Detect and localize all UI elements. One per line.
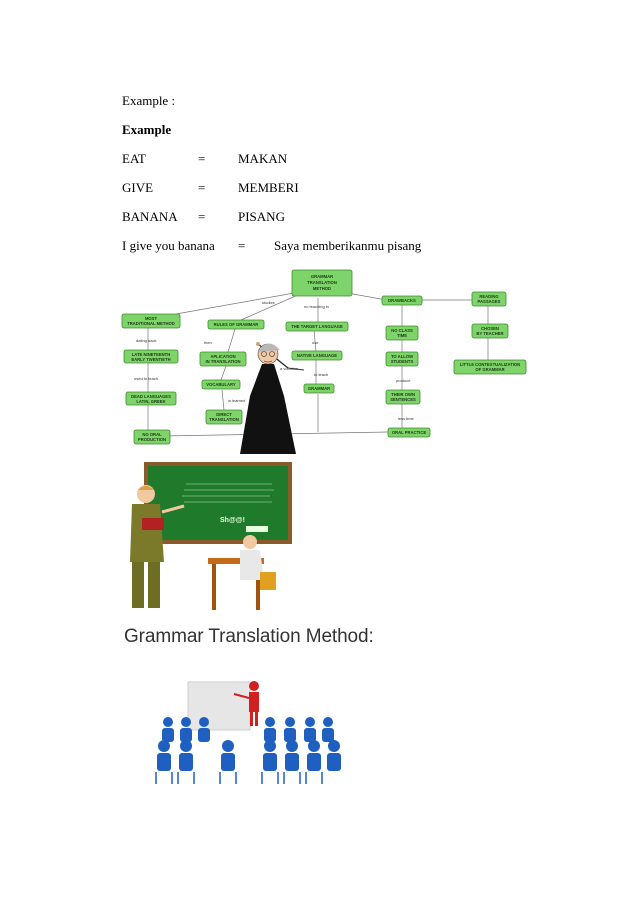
map-node-drawbacks: DRAWBACKS [388, 298, 416, 303]
map-node-chosen: CHOSEN [481, 326, 499, 331]
map-node-most-2: TRADITIONAL METHOD [127, 321, 175, 326]
map-node-their-own: THEIR OWN [391, 392, 415, 397]
vocab-en-give: GIVE [122, 180, 154, 195]
map-center-line1: GRAMMAR [311, 274, 333, 279]
teacher-figure-icon [130, 485, 185, 608]
example-subheading: Example [122, 122, 172, 137]
vocab-eq: = [198, 180, 206, 195]
map-label-studies: studies [262, 300, 275, 305]
map-node-dead: DEAD LANGUAGES [131, 394, 171, 399]
map-node-little: LITTLE CONTEXTUALIZATION [460, 362, 520, 367]
map-node-chosen-2: BY TEACHER [476, 331, 503, 336]
map-center-line3: METHOD [313, 286, 331, 291]
map-node-no-oral: NO ORAL [142, 432, 162, 437]
map-node-late: LATE NINETEENTH [132, 352, 171, 357]
map-node-oral-practice: ORAL PRACTICE [392, 430, 427, 435]
map-label-dating: dating back [136, 338, 156, 343]
map-center-line2: TRANSLATION [307, 280, 337, 285]
classroom-figures-image [155, 681, 341, 784]
whiteboard-icon [187, 681, 251, 731]
map-node-no-class-2: TIME [397, 333, 407, 338]
map-node-application-2: IN TRANSLATION [205, 359, 240, 364]
map-node-their-own-2: SENTENCES [390, 397, 416, 402]
teacher-cartoon-icon [240, 342, 305, 454]
sentence-en: I give you banana [122, 238, 215, 253]
vocab-eq: = [198, 209, 206, 224]
example-heading: Example : [122, 93, 176, 108]
vocab-eq: = [198, 151, 206, 166]
map-label-then: then [204, 340, 212, 345]
map-node-no-oral-2: PRODUCTION [138, 437, 166, 442]
vocab-id-makan: MAKAN [238, 151, 288, 166]
map-node-direct-2: TRANSLATION [209, 417, 239, 422]
gtm-heading: Grammar Translation Method: [124, 626, 374, 647]
map-node-reading: READING [479, 294, 498, 299]
vocab-en-banana: BANANA [122, 209, 178, 224]
vocab-id-memberi: MEMBERI [238, 180, 299, 195]
map-node-little-2: OF GRAMMAR [475, 367, 504, 372]
map-node-rules: RULES OF GRAMMAR [214, 322, 259, 327]
map-label-less-time: less time [398, 416, 415, 421]
vocab-en-eat: EAT [122, 151, 146, 166]
map-node-to-allow-2: STUDENTS [391, 359, 414, 364]
classroom-chalkboard-figure: Sh@@! [130, 462, 292, 610]
vocab-id-pisang: PISANG [238, 209, 285, 224]
map-label-use: use [312, 340, 319, 345]
map-node-direct: DIRECT [216, 412, 232, 417]
concept-map-figure: GRAMMAR TRANSLATION METHOD MOST TRADITIO… [121, 269, 527, 454]
map-node-dead-2: LATIN, GREEK [136, 399, 165, 404]
map-node-application: APLICATION [210, 354, 235, 359]
students-blue-icon [157, 717, 341, 771]
chalkboard-text: Sh@@! [220, 517, 245, 524]
sentence-eq: = [238, 238, 246, 253]
map-label-learned: is learned [228, 398, 245, 403]
map-node-native: NATIVE LANGUAGE [297, 353, 337, 358]
map-node-grammar: GRAMMAR [308, 386, 330, 391]
map-label-used: used to teach [134, 376, 158, 381]
map-node-to-allow: TO ALLOW [391, 354, 413, 359]
map-node-no-class: NO CLASS [391, 328, 413, 333]
map-label-produce: produce [396, 378, 411, 383]
map-node-late-2: EARLY TWENTIETH [131, 357, 170, 362]
teacher-red-icon [233, 681, 259, 726]
map-label-to-teach: to teach [314, 372, 328, 377]
sentence-id: Saya memberikanmu pisang [274, 238, 422, 253]
map-node-target: THE TARGET LANGUAGE [291, 324, 343, 329]
student-desk-icon [208, 535, 276, 610]
map-node-most: MOST [145, 316, 158, 321]
map-node-vocabulary: VOCABULARY [206, 382, 236, 387]
map-node-reading-2: PASSAGES [478, 299, 501, 304]
map-label-no-teaching: no teaching in [304, 304, 329, 309]
